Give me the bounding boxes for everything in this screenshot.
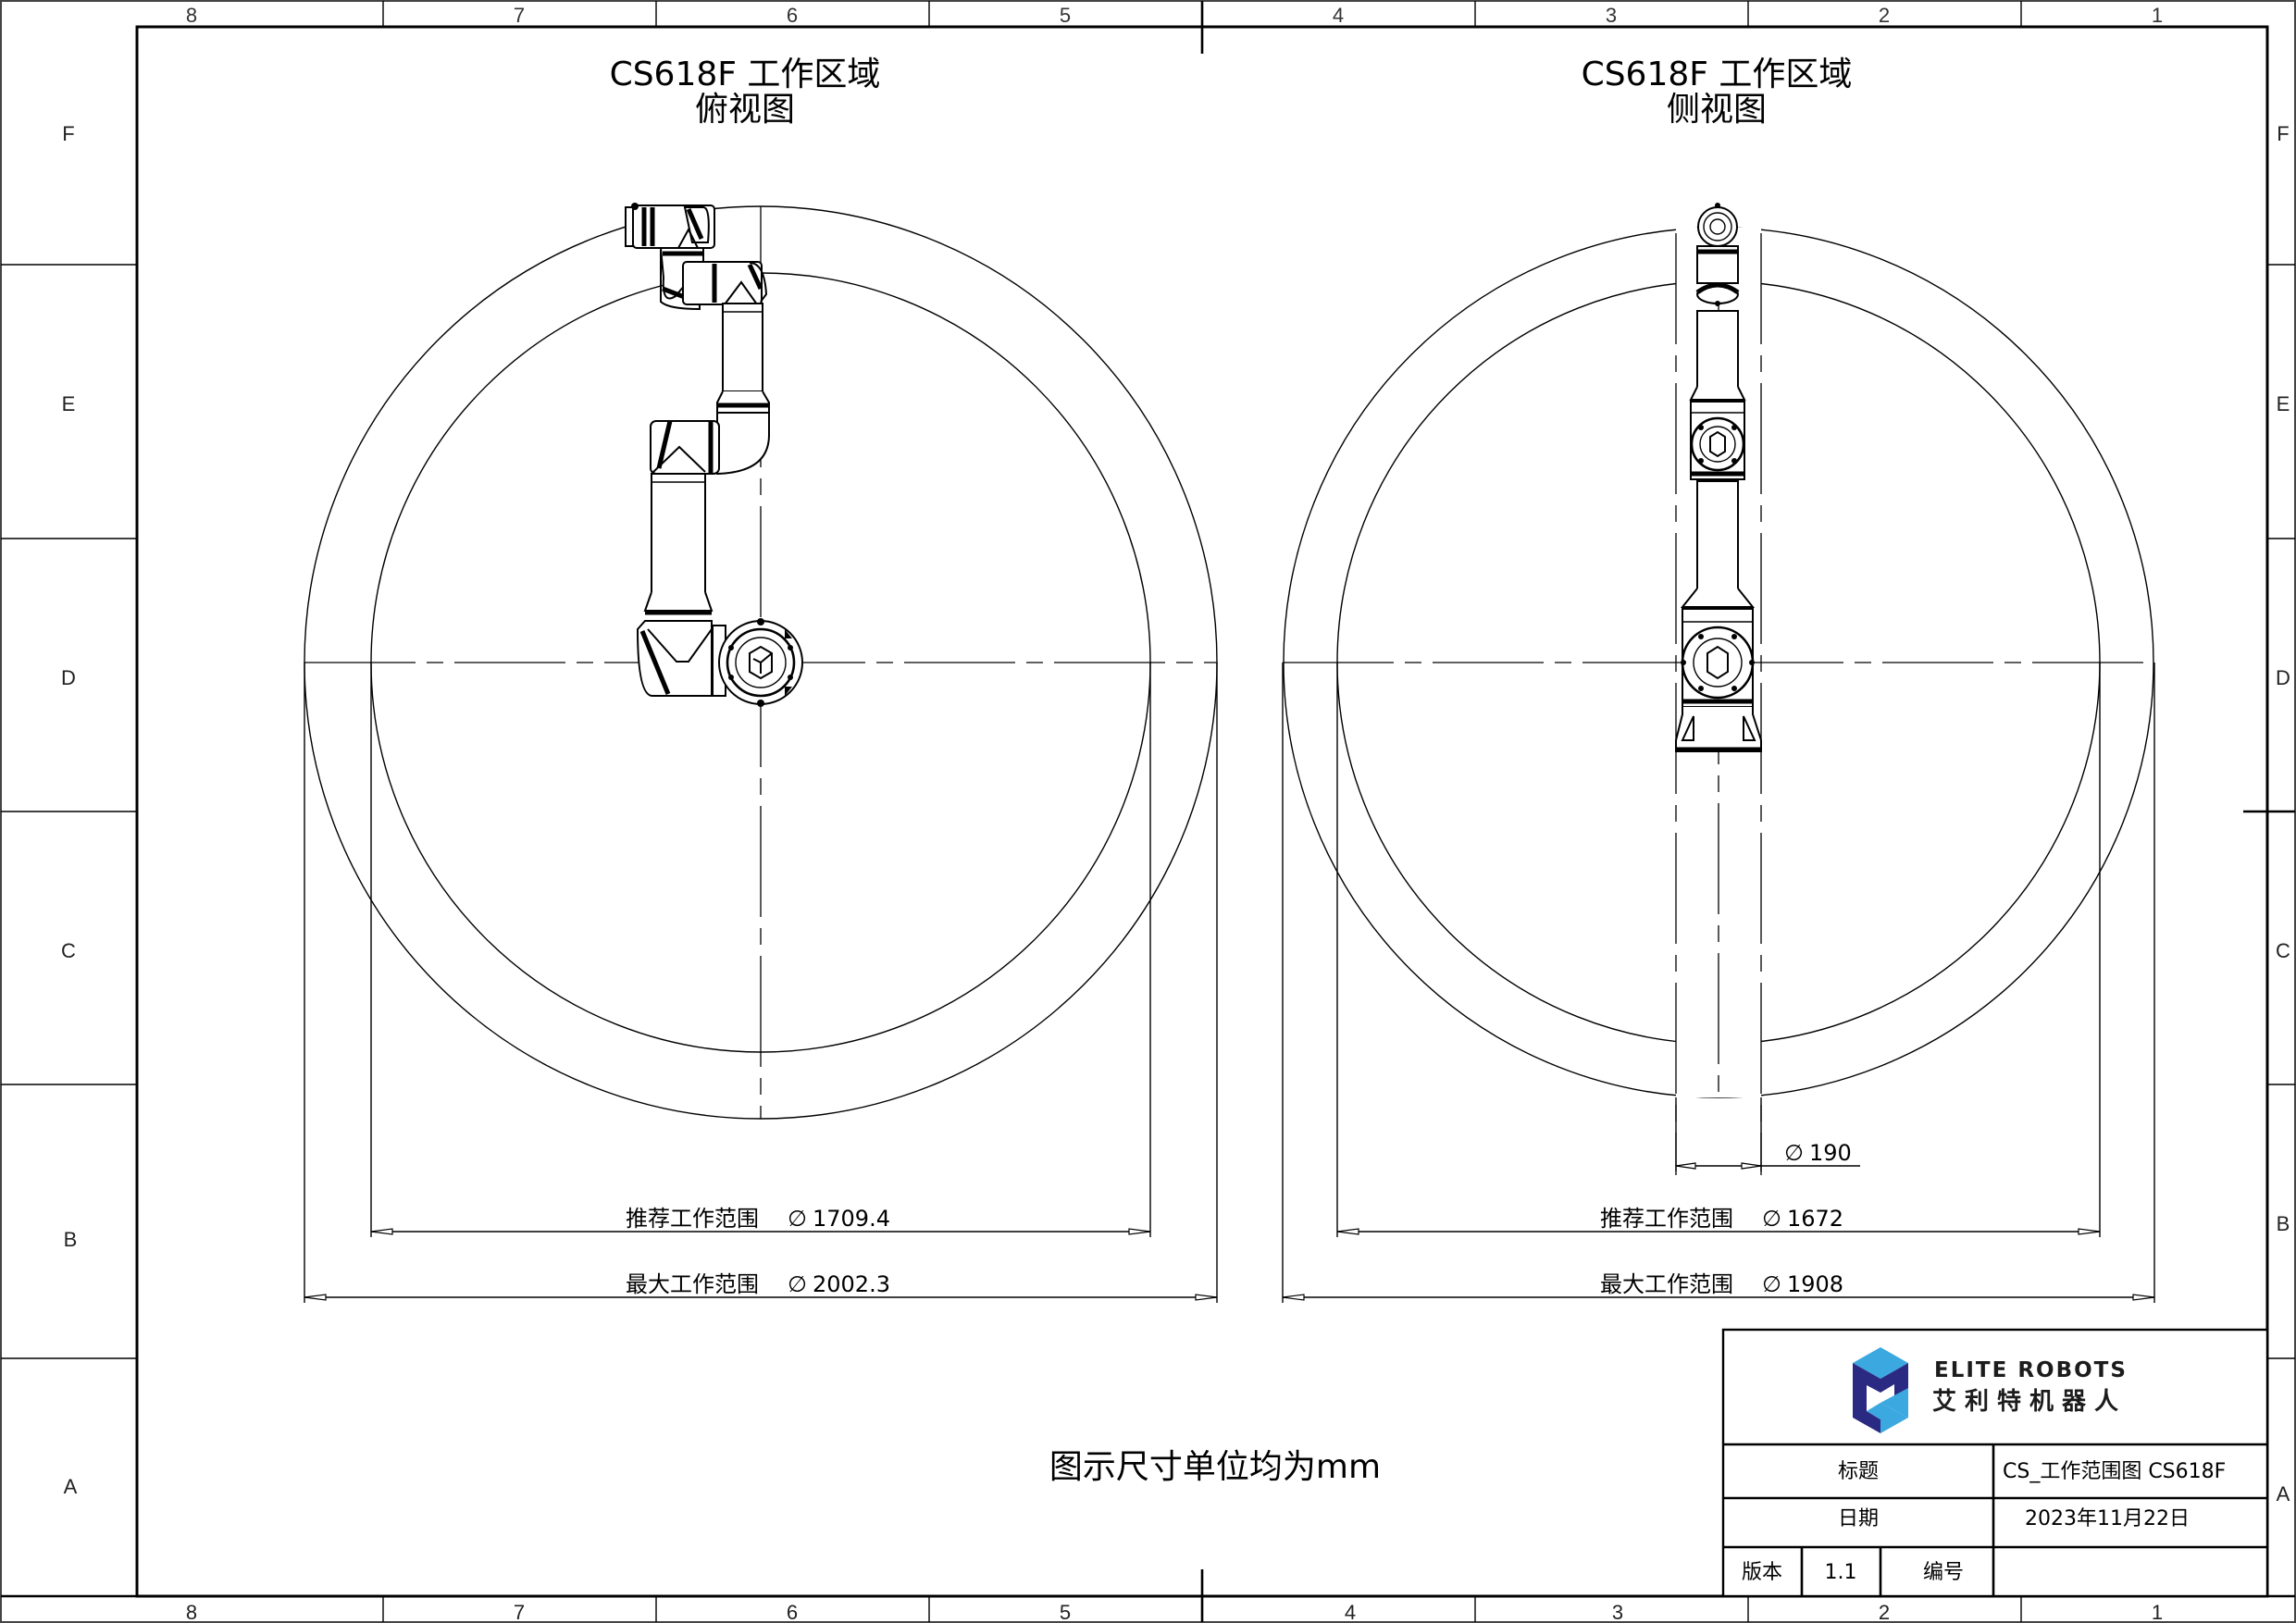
left-row-D: D xyxy=(61,666,76,689)
diameter-symbol: ∅ xyxy=(1762,1206,1781,1232)
bottom-col-5: 5 xyxy=(1060,1601,1071,1623)
brand-name-cn: 艾利特机器人 xyxy=(1932,1387,2127,1416)
top-view-subtitle: 俯视图 xyxy=(695,91,795,129)
top-view-title: CS618F 工作区域 xyxy=(610,56,881,93)
side-recommended-label: 推荐工作范围 xyxy=(1600,1206,1733,1232)
left-row-E: E xyxy=(62,392,76,415)
top-col-1: 1 xyxy=(2152,4,2163,27)
top-max-value: 2002.3 xyxy=(813,1271,890,1297)
right-row-D: D xyxy=(2276,666,2290,689)
top-col-8: 8 xyxy=(186,4,197,27)
diameter-symbol: ∅ xyxy=(788,1206,807,1232)
version-label: 版本 xyxy=(1742,1561,1782,1584)
side-view-title: CS618F 工作区域 xyxy=(1582,56,1853,93)
top-max-label: 最大工作范围 xyxy=(626,1271,759,1297)
elite-robots-logo xyxy=(1853,1347,1908,1433)
side-view-subtitle: 侧视图 xyxy=(1667,91,1767,129)
title-value: CS_工作范围图 CS618F xyxy=(2003,1460,2226,1483)
robot-arm-top-view xyxy=(625,203,803,707)
right-zone-ruler: F E D C B A xyxy=(2243,122,2295,1505)
bottom-col-4: 4 xyxy=(1345,1601,1356,1623)
side-base-value: 190 xyxy=(1809,1140,1852,1166)
top-zone-ruler: 8 7 6 5 4 3 2 1 xyxy=(137,1,2267,54)
right-row-C: C xyxy=(2276,939,2290,962)
bottom-col-2: 2 xyxy=(1879,1601,1890,1623)
left-row-A: A xyxy=(64,1475,78,1498)
date-value: 2023年11月22日 xyxy=(2025,1507,2190,1530)
bottom-col-3: 3 xyxy=(1612,1601,1623,1623)
left-row-B: B xyxy=(64,1228,78,1251)
date-label: 日期 xyxy=(1838,1507,1879,1530)
top-recommended-value: 1709.4 xyxy=(813,1206,890,1232)
units-note: 图示尺寸单位均为mm xyxy=(1049,1448,1381,1486)
left-zone-ruler: F E D C B A xyxy=(1,122,137,1498)
side-recommended-value: 1672 xyxy=(1787,1206,1843,1232)
left-row-F: F xyxy=(62,122,74,145)
right-row-B: B xyxy=(2277,1212,2290,1235)
max-dimension: 最大工作范围 ∅ 1908 xyxy=(1282,1271,2155,1301)
top-view: CS618F 工作区域 俯视图 推荐工作范围 ∅ 1709.4 最大工作范围 ∅ xyxy=(304,56,1218,1303)
max-dimension: 最大工作范围 ∅ 2002.3 xyxy=(304,1271,1218,1301)
top-col-6: 6 xyxy=(787,4,798,27)
title-block: ELITE ROBOTS 艾利特机器人 标题 CS_工作范围图 CS618F 日… xyxy=(1721,1328,2269,1598)
diameter-symbol: ∅ xyxy=(1762,1271,1781,1297)
diameter-symbol: ∅ xyxy=(1784,1140,1804,1166)
brand-name-en: ELITE ROBOTS xyxy=(1934,1358,2128,1382)
top-recommended-label: 推荐工作范围 xyxy=(626,1206,759,1232)
recommended-dimension: 推荐工作范围 ∅ 1672 xyxy=(1336,1206,2101,1235)
bottom-col-7: 7 xyxy=(514,1601,525,1623)
bottom-col-6: 6 xyxy=(787,1601,798,1623)
base-diameter-dimension: ∅ 190 xyxy=(1675,1097,1860,1171)
right-row-F: F xyxy=(2277,122,2289,145)
recommended-dimension: 推荐工作范围 ∅ 1709.4 xyxy=(370,1206,1151,1235)
bottom-col-8: 8 xyxy=(186,1601,197,1623)
robot-arm-side-view xyxy=(1675,203,1762,752)
side-max-value: 1908 xyxy=(1787,1271,1843,1297)
side-view: CS618F 工作区域 侧视图 ∅ 190 推荐工作范围 xyxy=(1282,56,2155,1303)
left-row-C: C xyxy=(61,939,76,962)
version-value: 1.1 xyxy=(1825,1561,1857,1584)
right-row-E: E xyxy=(2277,392,2290,415)
bottom-col-1: 1 xyxy=(2152,1601,2163,1623)
number-label: 编号 xyxy=(1923,1561,1964,1584)
side-max-label: 最大工作范围 xyxy=(1600,1271,1733,1297)
top-col-2: 2 xyxy=(1879,4,1890,27)
right-row-A: A xyxy=(2277,1482,2290,1505)
top-col-5: 5 xyxy=(1060,4,1071,27)
top-col-3: 3 xyxy=(1606,4,1617,27)
title-label: 标题 xyxy=(1838,1460,1879,1483)
top-col-7: 7 xyxy=(514,4,525,27)
diameter-symbol: ∅ xyxy=(788,1271,807,1297)
top-col-4: 4 xyxy=(1333,4,1344,27)
